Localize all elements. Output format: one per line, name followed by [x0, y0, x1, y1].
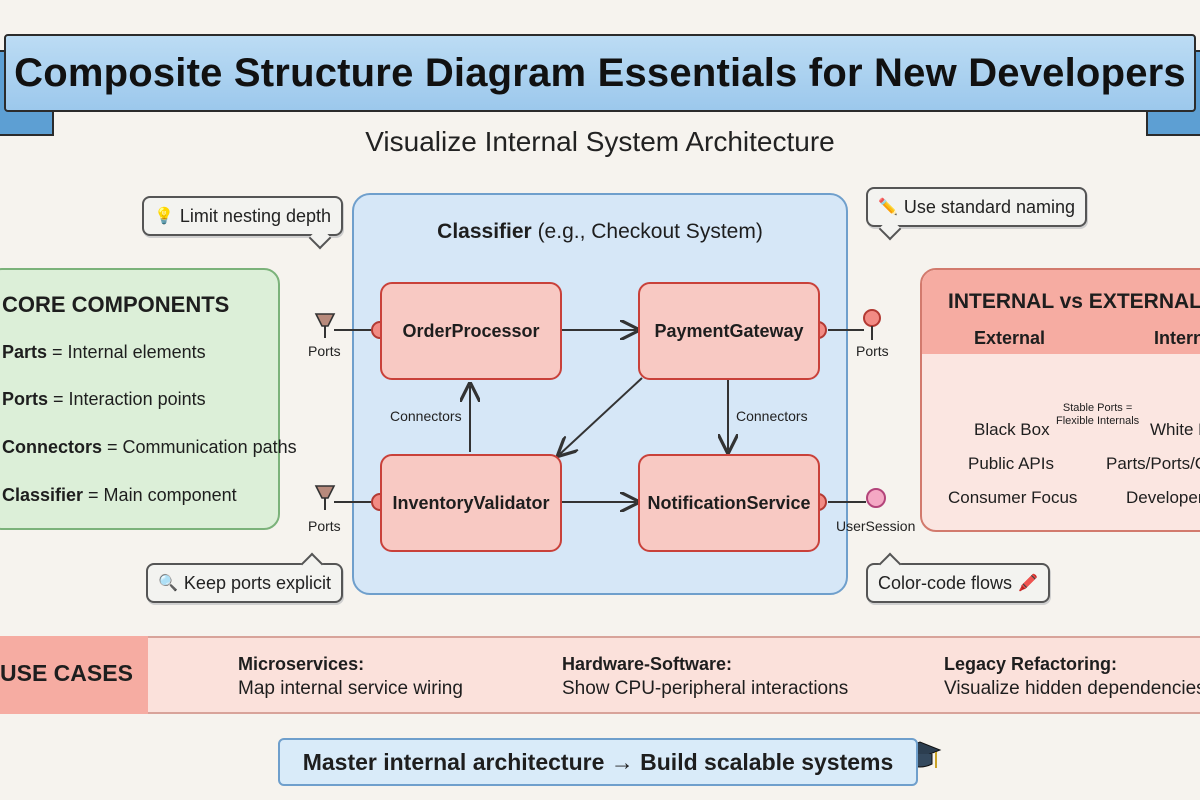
ivx-col-internal: Intern: [1154, 328, 1200, 348]
usecase-title-microservices: Microservices:: [238, 654, 365, 674]
port-label-top-right: Ports: [856, 343, 889, 359]
pencil-icon: ✏️: [878, 199, 898, 216]
core-item-connectors: Connectors = Communication paths: [2, 437, 297, 458]
ivx-arrow-note-1: Stable Ports =: [1062, 402, 1133, 414]
magnifier-icon: 🔍: [158, 575, 178, 592]
tip-nesting: 💡 Limit nesting depth: [142, 196, 344, 250]
connector-label-left: Connectors: [390, 408, 462, 424]
part-payment-gateway[interactable]: PaymentGateway: [638, 282, 820, 380]
tip-naming: ✏️ Use standard naming: [866, 187, 1088, 241]
tip-ports: 🔍 Keep ports explicit: [146, 552, 343, 603]
core-term: Classifier: [2, 485, 84, 505]
usecase-desc-hardware: Show CPU-peripheral interactions: [562, 678, 849, 699]
core-desc: = Internal elements: [47, 342, 206, 362]
provided-interface-icon: [866, 488, 886, 508]
usecase-desc-microservices: Map internal service wiring: [238, 678, 463, 699]
ivx-external-2: Public APIs: [968, 454, 1054, 473]
paint-icon: 🖍️: [1018, 575, 1038, 592]
required-interface-icon: [314, 485, 336, 510]
core-item-ports: Ports = Interaction points: [2, 389, 206, 410]
lightbulb-icon: 💡: [154, 208, 174, 225]
core-components-title: CORE COMPONENTS: [2, 292, 230, 317]
page-subtitle: Visualize Internal System Architecture: [365, 126, 835, 157]
ivx-external-1: Black Box: [974, 420, 1050, 439]
port-label-bottom-left: Ports: [308, 518, 341, 534]
ivx-arrow-note: Stable Ports =Flexible Internals: [1056, 402, 1139, 428]
core-term: Connectors: [2, 437, 103, 457]
usecase-desc-legacy: Visualize hidden dependencies: [944, 678, 1200, 699]
core-item-parts: Parts = Internal elements: [2, 342, 206, 363]
part-inventory-validator[interactable]: InventoryValidator: [380, 454, 562, 552]
connector-payment-inventory: [560, 377, 643, 454]
port-label-bottom-right: UserSession: [836, 518, 916, 534]
tip-ports-text: Keep ports explicit: [183, 572, 331, 593]
use-cases-label-bg: [0, 636, 148, 714]
tip-color: Color-code flows 🖍️: [866, 552, 1050, 603]
ivx-internal-3: Developer: [1126, 488, 1200, 507]
tip-color-text: Color-code flows: [878, 572, 1013, 593]
ivx-title: INTERNAL vs EXTERNAL V: [948, 290, 1200, 313]
use-cases-band: [0, 636, 1200, 714]
required-interface-icon: [314, 313, 336, 338]
internal-vs-external-card: INTERNAL vs EXTERNAL V External Intern B…: [920, 268, 1200, 532]
ivx-arrow-note-2: Flexible Internals: [1056, 415, 1140, 427]
ivx-internal-2: Parts/Ports/C: [1106, 454, 1200, 473]
use-cases-label: USE CASES: [0, 660, 133, 686]
title-banner: Composite Structure Diagram Essentials f…: [4, 34, 1196, 112]
core-item-classifier: Classifier = Main component: [2, 485, 237, 506]
classifier-title-rest: (e.g., Checkout System): [531, 220, 763, 243]
provided-interface-icon: [863, 309, 881, 340]
footer-text: Master internal architecture → Build sca…: [302, 748, 894, 775]
tip-naming-text: Use standard naming: [903, 196, 1076, 217]
page-title: Composite Structure Diagram Essentials f…: [14, 50, 1186, 95]
core-desc: = Main component: [83, 485, 237, 505]
core-desc: = Communication paths: [102, 437, 297, 457]
core-term: Parts: [2, 342, 48, 362]
classifier-title: Classifier (e.g., Checkout System): [352, 220, 848, 244]
ivx-internal-1: White B: [1150, 420, 1200, 439]
connector-label-right: Connectors: [736, 408, 808, 424]
classifier-title-bold: Classifier: [437, 220, 532, 243]
usecase-title-legacy: Legacy Refactoring:: [944, 654, 1118, 674]
tip-nesting-text: Limit nesting depth: [179, 205, 332, 226]
footer-banner: Master internal architecture → Build sca…: [278, 738, 918, 786]
core-term: Ports: [2, 389, 49, 409]
ivx-header: [922, 270, 1200, 354]
core-components-card: CORE COMPONENTS Parts = Internal element…: [0, 268, 297, 530]
part-notification-service[interactable]: NotificationService: [638, 454, 820, 552]
ivx-col-external: External: [974, 328, 1046, 348]
ivx-external-3: Consumer Focus: [948, 488, 1078, 507]
part-order-processor[interactable]: OrderProcessor: [380, 282, 562, 380]
core-desc: = Interaction points: [48, 389, 206, 409]
usecase-title-hardware: Hardware-Software:: [562, 654, 733, 674]
port-label-top-left: Ports: [308, 343, 341, 359]
